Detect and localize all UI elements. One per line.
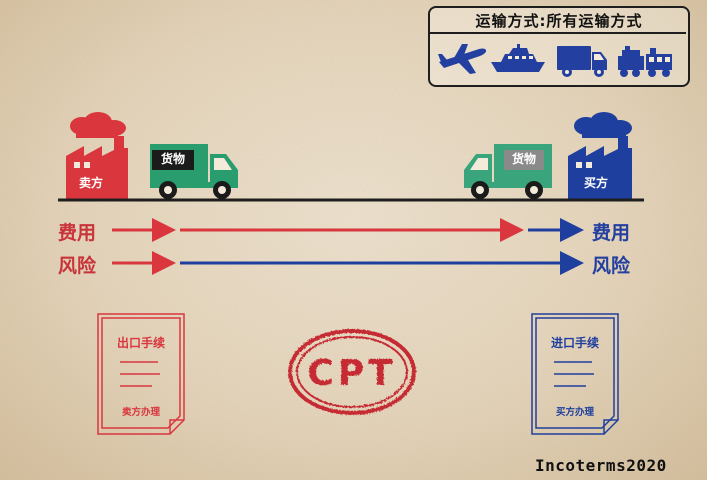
- ship-icon: [491, 44, 545, 72]
- legend-title: 运输方式:所有运输方式: [475, 12, 643, 30]
- import-doc-footer: 买方办理: [555, 407, 594, 418]
- stamp-text: CPT: [307, 353, 396, 394]
- train-icon: [618, 46, 672, 77]
- airplane-icon: [438, 44, 487, 74]
- buyer-label: 买方: [583, 176, 608, 190]
- buyer-factory-icon: [568, 112, 632, 200]
- cpt-stamp: CPT: [288, 329, 416, 415]
- buyer-truck-icon: [464, 144, 552, 199]
- export-document-icon: [97, 313, 185, 435]
- cost-label-right: 费用: [592, 222, 631, 244]
- cost-label-left: 费用: [58, 222, 97, 244]
- risk-label-left: 风险: [58, 255, 97, 277]
- seller-cargo-label: 货物: [160, 152, 185, 166]
- truck-icon: [557, 46, 607, 77]
- export-doc-footer: 卖方办理: [121, 407, 160, 418]
- legend-divider: [430, 32, 686, 34]
- seller-factory-icon: [66, 112, 128, 200]
- seller-label: 卖方: [78, 176, 103, 190]
- seller-truck-icon: [150, 144, 238, 199]
- import-doc-title: 进口手续: [550, 336, 599, 350]
- buyer-cargo-label: 货物: [511, 152, 536, 166]
- brand-label: Incoterms2020: [535, 456, 667, 475]
- import-document-icon: [531, 313, 619, 435]
- risk-label-right: 风险: [592, 255, 631, 277]
- export-doc-title: 出口手续: [116, 336, 165, 350]
